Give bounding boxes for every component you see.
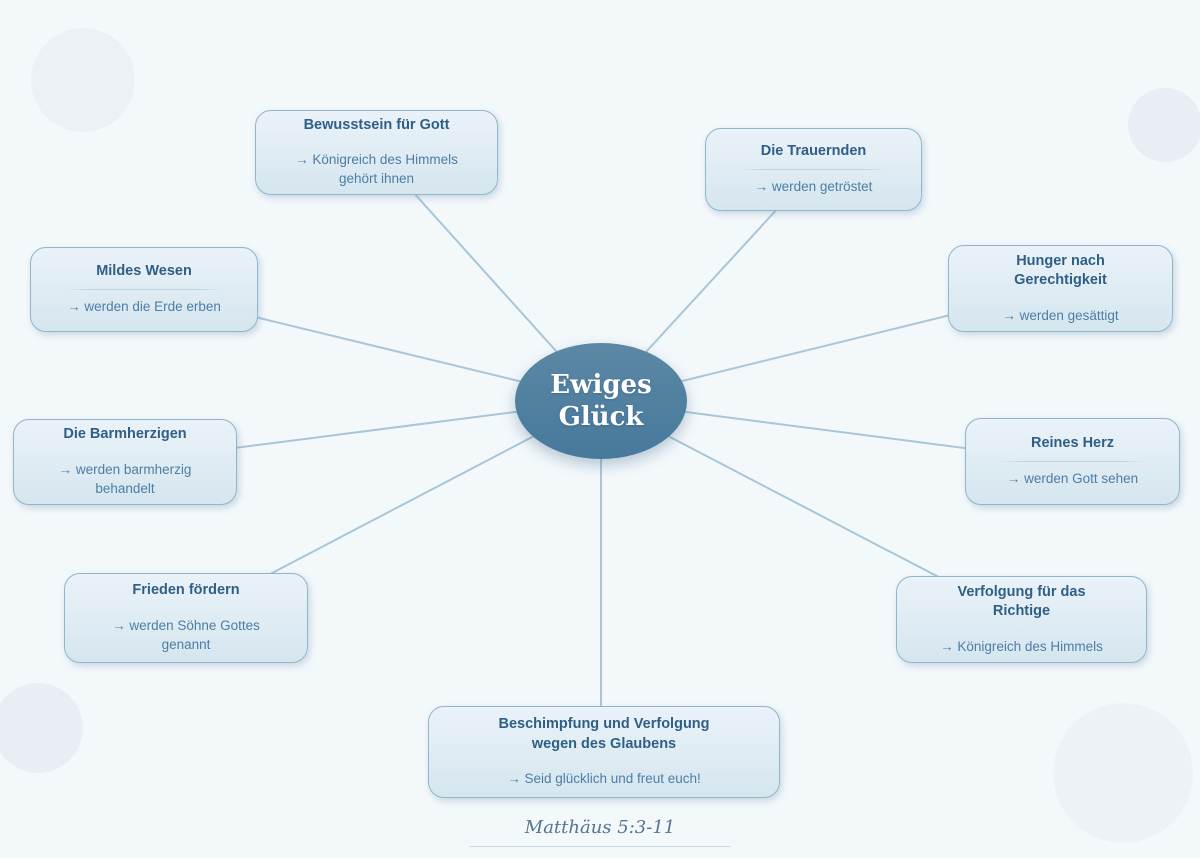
node-divider (998, 461, 1147, 463)
node-title: Frieden fördern (132, 582, 240, 599)
node-subtitle: → werden barmherzig behandelt (58, 461, 192, 496)
central-node-ewiges-glueck[interactable]: Ewiges Glück (515, 343, 687, 459)
node-subtitle: → Seid glücklich und freut euch! (507, 771, 701, 787)
node-frieden-foerdern[interactable]: Frieden fördern → werden Söhne Gottes ge… (64, 573, 308, 663)
node-subtitle: → werden getröstet (754, 179, 873, 195)
scripture-reference: Matthäus 5:3-11 (524, 817, 676, 838)
node-verfolgung-fuer-das-richtige[interactable]: Verfolgung für das Richtige → Königreich… (896, 576, 1147, 663)
node-beschimpfung-und-verfolgung[interactable]: Beschimpfung und Verfolgung wegen des Gl… (428, 706, 780, 798)
footer-divider (470, 846, 730, 847)
footer: Matthäus 5:3-11 (0, 817, 1200, 847)
node-title: Mildes Wesen (96, 262, 192, 279)
node-subtitle: → Königreich des Himmels (940, 638, 1103, 654)
decorative-circle (1053, 703, 1193, 843)
node-divider (63, 289, 225, 291)
node-title: Hunger nach Gerechtigkeit (1014, 252, 1107, 289)
node-die-trauernden[interactable]: Die Trauernden → werden getröstet (705, 128, 922, 211)
decorative-circle (0, 683, 83, 773)
node-title: Die Trauernden (760, 142, 867, 159)
node-subtitle: → werden Söhne Gottes genannt (112, 617, 260, 652)
node-mildes-wesen[interactable]: Mildes Wesen → werden die Erde erben (30, 247, 258, 332)
central-node-label: Ewiges Glück (550, 369, 652, 433)
decorative-circle (31, 28, 135, 132)
node-hunger-nach-gerechtigkeit[interactable]: Hunger nach Gerechtigkeit → werden gesät… (948, 245, 1173, 332)
node-reines-herz[interactable]: Reines Herz → werden Gott sehen (965, 418, 1180, 505)
node-title: Bewusstsein für Gott (303, 116, 450, 133)
node-subtitle: → Königreich des Himmels gehört ihnen (295, 152, 458, 187)
node-subtitle: → werden die Erde erben (67, 299, 221, 315)
node-divider (738, 169, 889, 171)
node-subtitle: → werden gesättigt (1002, 307, 1119, 323)
node-bewusstsein-fuer-gott[interactable]: Bewusstsein für Gott → Königreich des Hi… (255, 110, 498, 195)
node-title: Die Barmherzigen (63, 426, 187, 443)
node-title: Verfolgung für das Richtige (957, 583, 1086, 620)
node-die-barmherzigen[interactable]: Die Barmherzigen → werden barmherzig beh… (13, 419, 237, 505)
node-subtitle: → werden Gott sehen (1006, 471, 1139, 487)
node-title: Beschimpfung und Verfolgung wegen des Gl… (498, 716, 710, 752)
decorative-circle (1128, 88, 1200, 162)
node-title: Reines Herz (1030, 434, 1114, 451)
